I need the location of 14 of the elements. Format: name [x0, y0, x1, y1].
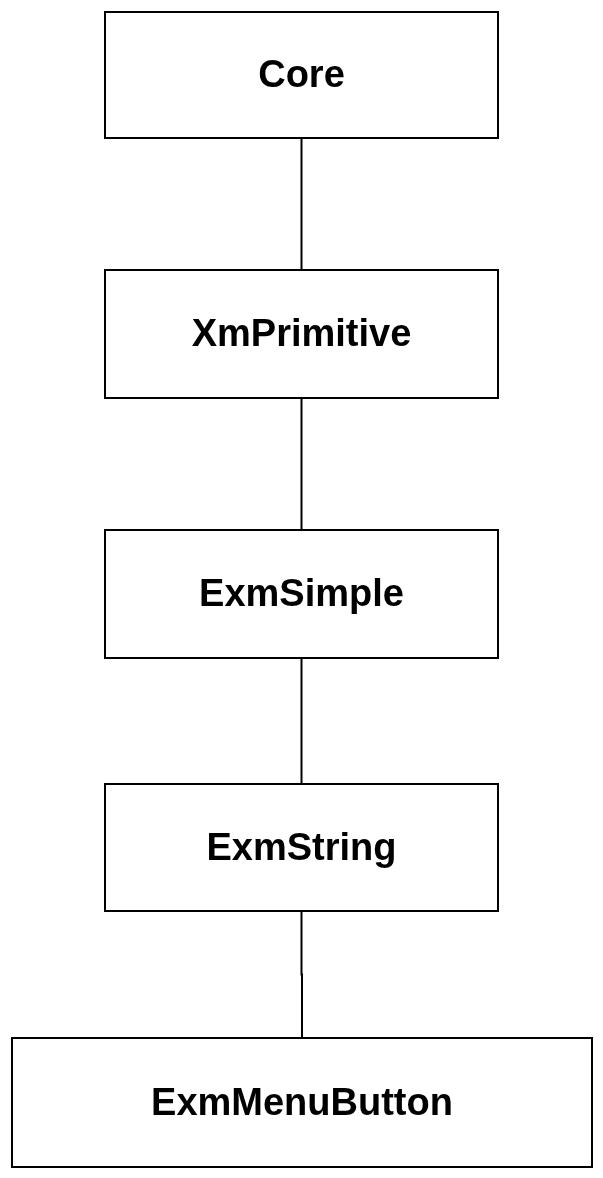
class-name: Core [258, 52, 345, 98]
connector-line [300, 911, 303, 1038]
connector-line [300, 138, 303, 270]
connector-line [300, 658, 303, 784]
connector-line [300, 398, 303, 530]
class-box [104, 783, 499, 912]
class-name: ExmMenuButton [151, 1079, 453, 1125]
class-name: ExmSimple [199, 571, 404, 617]
class-name: ExmString [206, 824, 397, 870]
class-name: XmPrimitive [191, 311, 412, 357]
class-box [104, 529, 499, 659]
class-box [104, 11, 499, 139]
class-box [11, 1037, 593, 1168]
class-box [104, 269, 499, 399]
